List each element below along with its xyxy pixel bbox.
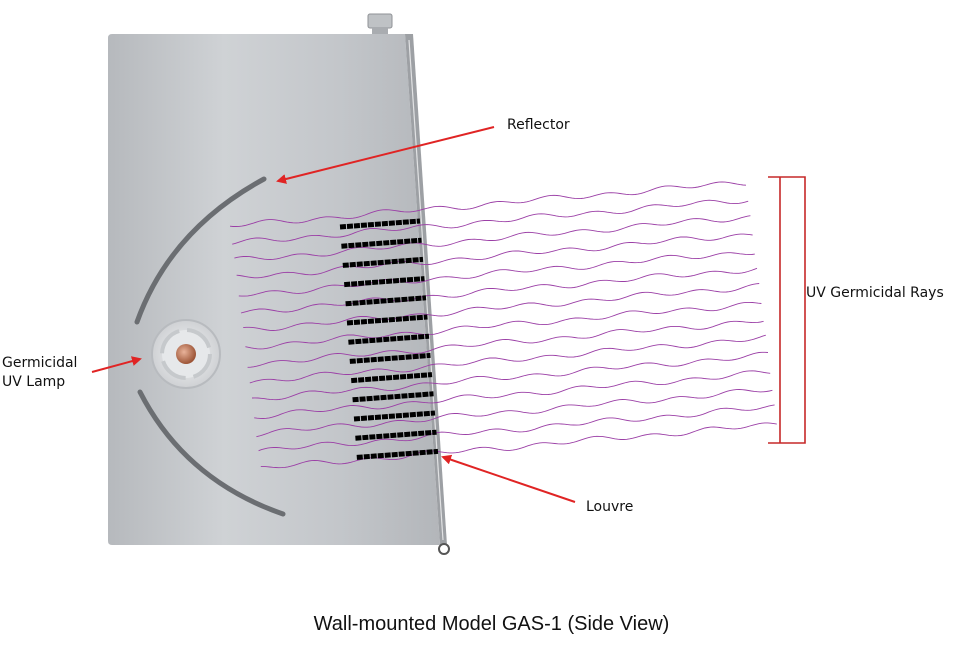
- uv-ray: [243, 283, 760, 331]
- louvre-slat: [342, 256, 424, 268]
- uv-ray: [232, 199, 749, 245]
- lamp-arrow: [91, 356, 142, 373]
- rays-label: UV Germicidal Rays: [806, 285, 944, 301]
- louvre-slat: [348, 333, 430, 345]
- louvre-slat: [351, 372, 433, 384]
- uv-ray: [254, 370, 771, 419]
- louvre-arrow: [441, 454, 576, 503]
- uv-ray: [260, 422, 777, 469]
- uv-ray: [234, 215, 751, 260]
- lamp-label-line1: Germicidal: [2, 355, 77, 371]
- louvre-slat: [356, 448, 439, 460]
- reflector: [134, 176, 286, 517]
- top-knob: [367, 13, 393, 29]
- housing-body: [108, 34, 440, 545]
- louvre-slat: [346, 314, 428, 326]
- reflector-arrow: [276, 126, 495, 184]
- louvre-slat: [352, 391, 434, 403]
- louvre-slat: [355, 429, 437, 441]
- uv-ray: [251, 351, 769, 401]
- rays-bracket: [768, 176, 806, 444]
- louvre-slat: [353, 410, 436, 422]
- uv-ray: [247, 320, 764, 368]
- uv-ray: [245, 301, 762, 350]
- louvre-slat: [345, 295, 427, 307]
- louvre-slat: [339, 218, 421, 230]
- uv-ray: [256, 389, 773, 438]
- uv-ray: [229, 181, 747, 227]
- louvre-label: Louvre: [586, 499, 633, 515]
- callout-arrows: [91, 126, 576, 503]
- hinge-ring-icon: [438, 543, 450, 555]
- uv-ray: [238, 252, 755, 297]
- louvre-slat: [344, 276, 425, 288]
- lamp-label-line2: UV Lamp: [2, 374, 65, 390]
- uv-ray: [258, 404, 775, 452]
- housing: [108, 13, 450, 555]
- figure-caption: Wall-mounted Model GAS-1 (Side View): [313, 613, 670, 635]
- louvres: [339, 218, 439, 460]
- uv-rays: [229, 181, 777, 469]
- louvre-slat: [349, 352, 431, 364]
- reflector-label: Reflector: [507, 117, 570, 133]
- uv-ray: [236, 233, 753, 279]
- louvre-slat: [341, 237, 422, 249]
- uv-ray: [249, 334, 766, 384]
- uv-lamp: [151, 319, 221, 389]
- uv-ray: [240, 267, 758, 314]
